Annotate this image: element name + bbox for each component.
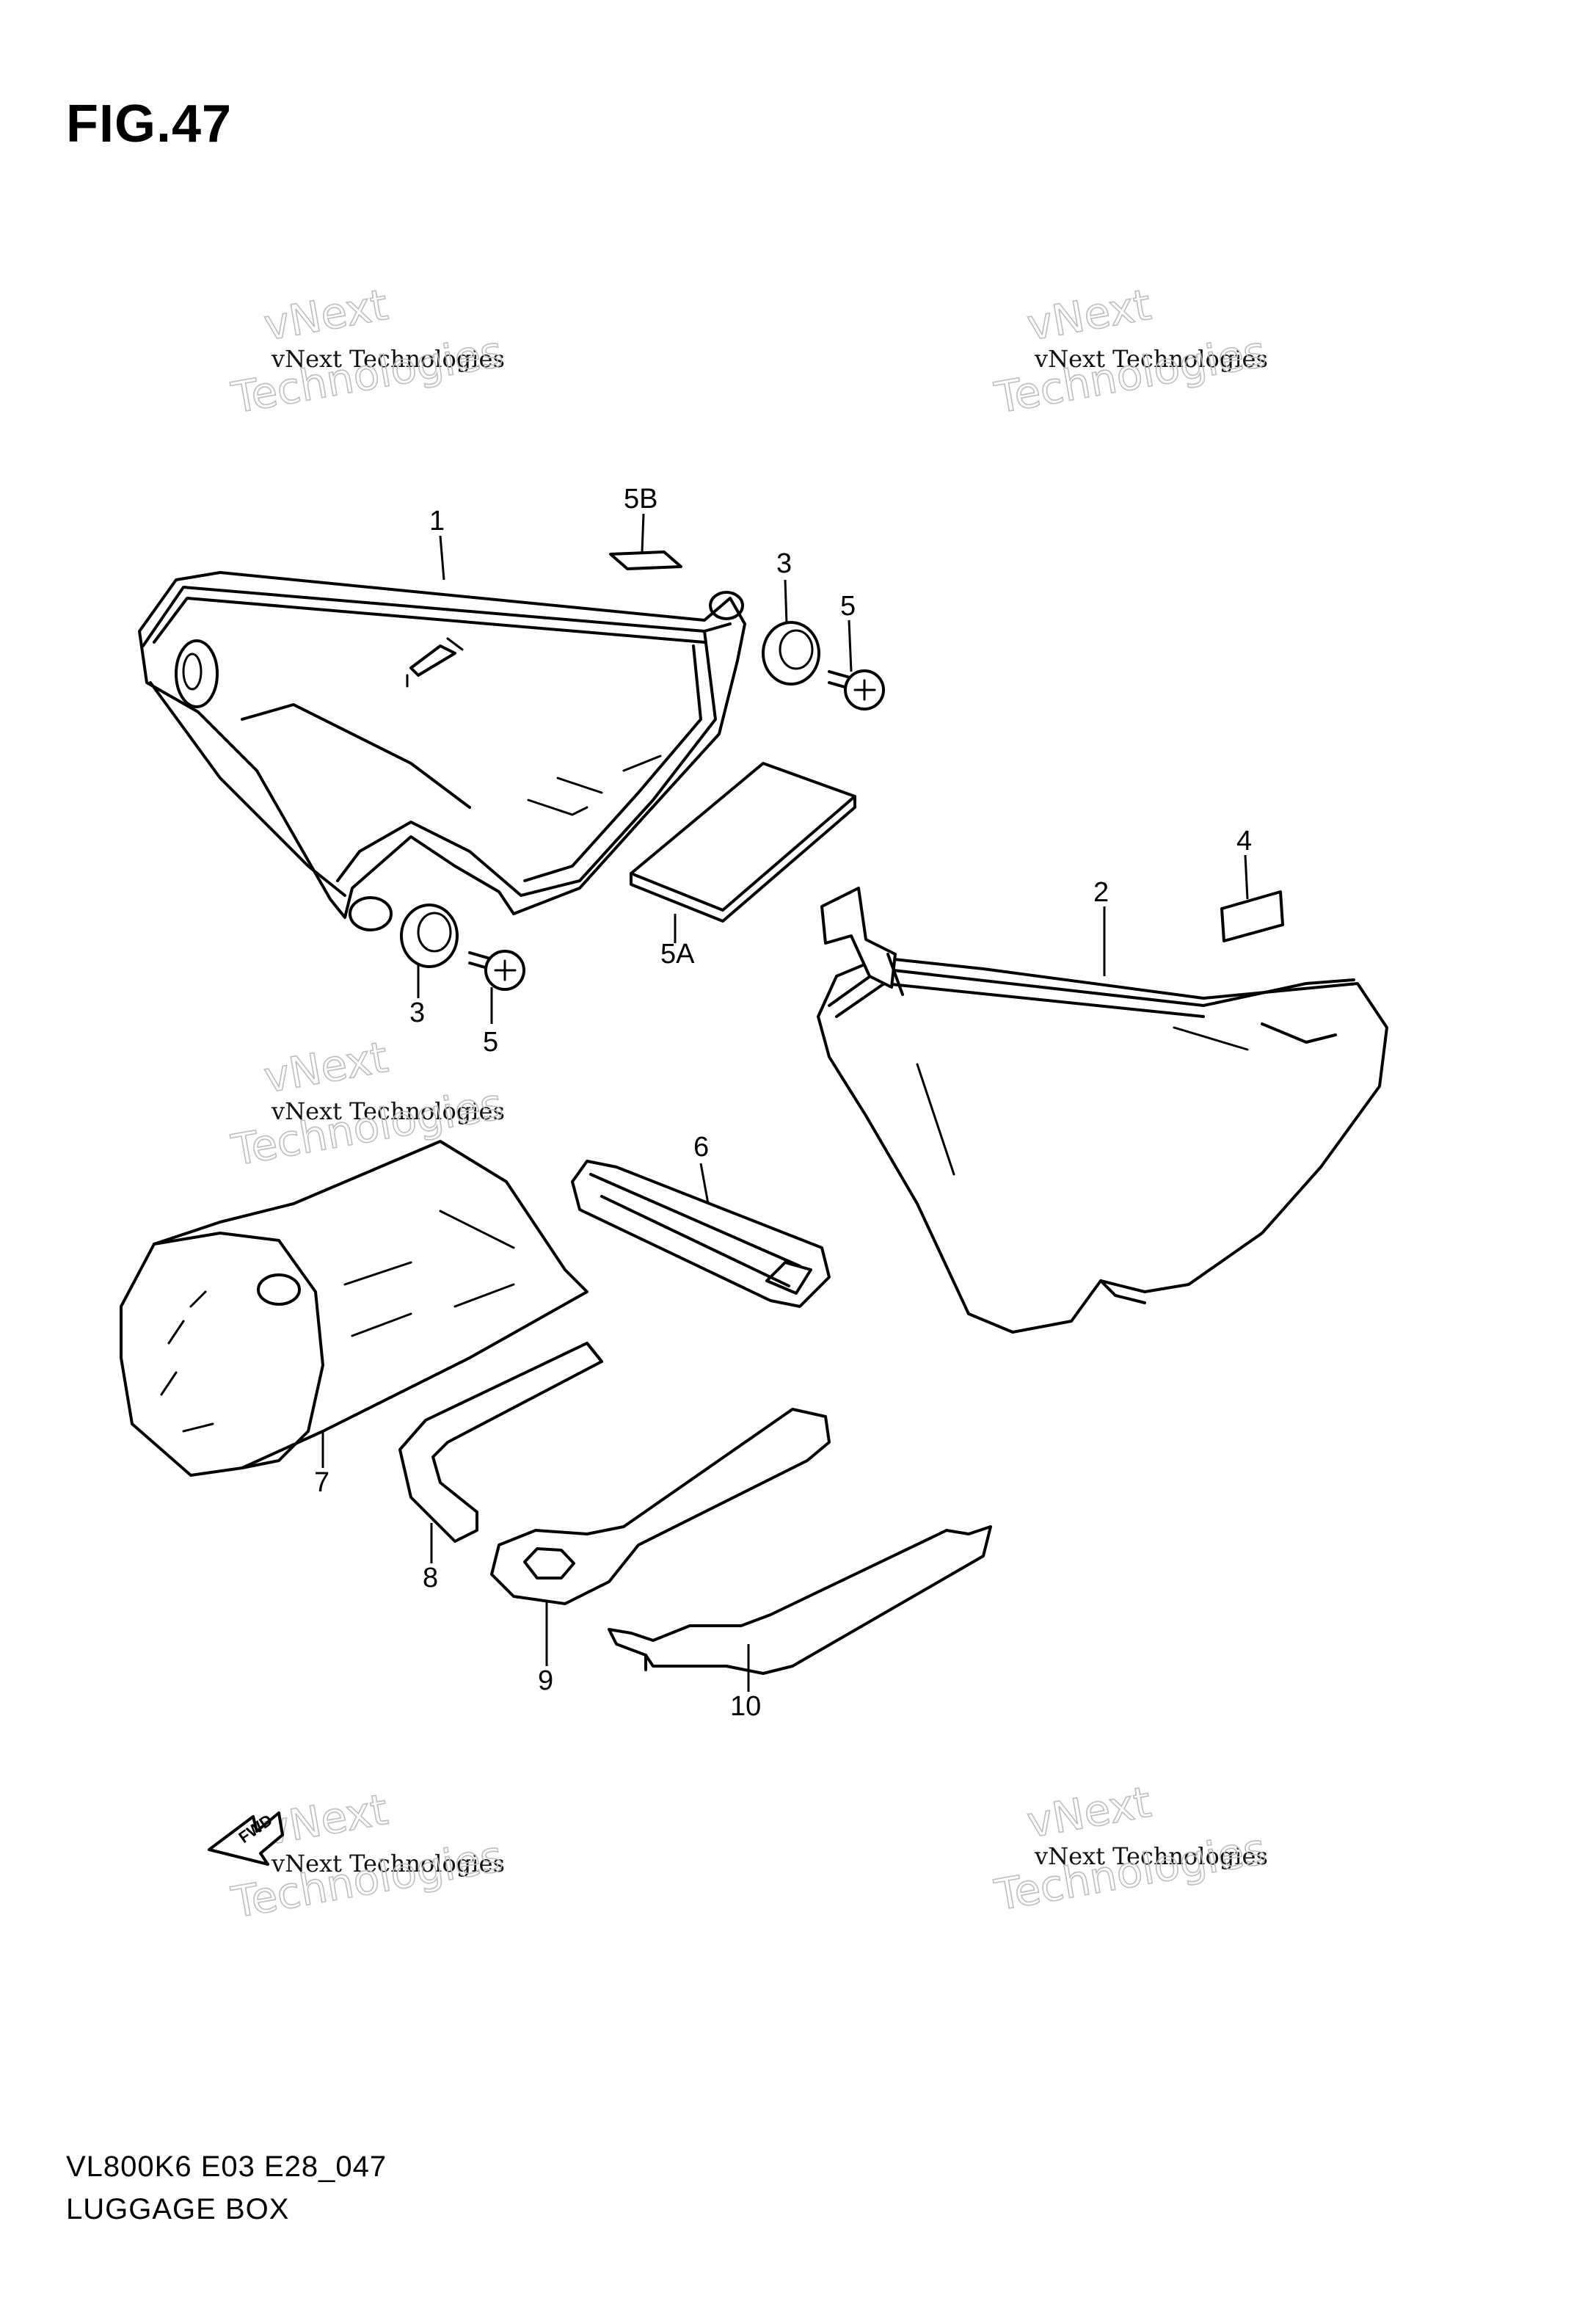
figure-title: FIG.47 [66, 95, 233, 153]
part-8-hex-key [398, 1342, 603, 1543]
part-5b-pad [609, 550, 682, 570]
callout-4: 4 [1236, 826, 1252, 857]
part-3-grommet-lower [400, 904, 459, 968]
watermark-small: vNext Technologies [271, 345, 505, 373]
callout-7: 7 [314, 1467, 329, 1498]
watermark-big-1: vNext [1024, 1777, 1155, 1847]
part-3-grommet-upper [762, 621, 820, 686]
watermark-big-1: vNext [260, 1032, 392, 1102]
part-5a-sheet [630, 762, 856, 923]
callout-6: 6 [693, 1132, 709, 1163]
watermark-bottom-right: vNext vNext Technologies Technologies [991, 1776, 1270, 1921]
part-4-pad [1220, 890, 1284, 942]
model-code: VL800K6 E03 E28_047 [66, 2151, 387, 2183]
callout-10: 10 [730, 1691, 761, 1722]
watermark-big-1: vNext [260, 280, 392, 350]
watermark-top-right: vNext vNext Technologies Technologies [991, 279, 1270, 423]
leader-lines [321, 513, 1249, 1692]
callout-3-lower: 3 [409, 997, 425, 1028]
watermark-top-left: vNext vNext Technologies Technologies [227, 279, 507, 423]
watermark-small: vNext Technologies [1034, 1842, 1268, 1870]
callout-8: 8 [423, 1563, 438, 1593]
watermark-small: vNext Technologies [271, 1850, 505, 1877]
callout-2: 2 [1093, 877, 1109, 908]
part-2-side-cover [817, 887, 1388, 1334]
watermark-mid-left: vNext vNext Technologies Technologies [227, 1031, 507, 1176]
callout-5a: 5A [660, 939, 695, 970]
part-5-bolt-lower [468, 950, 525, 991]
watermark-small: vNext Technologies [1034, 345, 1268, 373]
callout-9: 9 [538, 1665, 553, 1696]
callout-1: 1 [429, 506, 445, 537]
callout-5b: 5B [624, 484, 657, 515]
watermark-big-1: vNext [1024, 280, 1155, 350]
part-10-hook-spanner [608, 1525, 992, 1675]
part-7-tool-bag [120, 1140, 589, 1477]
part-1-luggage-box [138, 571, 746, 931]
callout-labels: 1 5B 3 5 2 4 5A 3 5 6 7 8 9 10 [314, 484, 1252, 1722]
callout-5-lower: 5 [483, 1027, 498, 1058]
callout-5-upper: 5 [840, 591, 856, 622]
callout-3-upper: 3 [776, 548, 792, 579]
part-9-box-wrench [490, 1408, 831, 1605]
section-name: LUGGAGE BOX [66, 2193, 290, 2225]
watermark-small: vNext Technologies [271, 1097, 505, 1125]
part-5-bolt-upper [828, 669, 885, 710]
part-6-strap [571, 1160, 831, 1308]
